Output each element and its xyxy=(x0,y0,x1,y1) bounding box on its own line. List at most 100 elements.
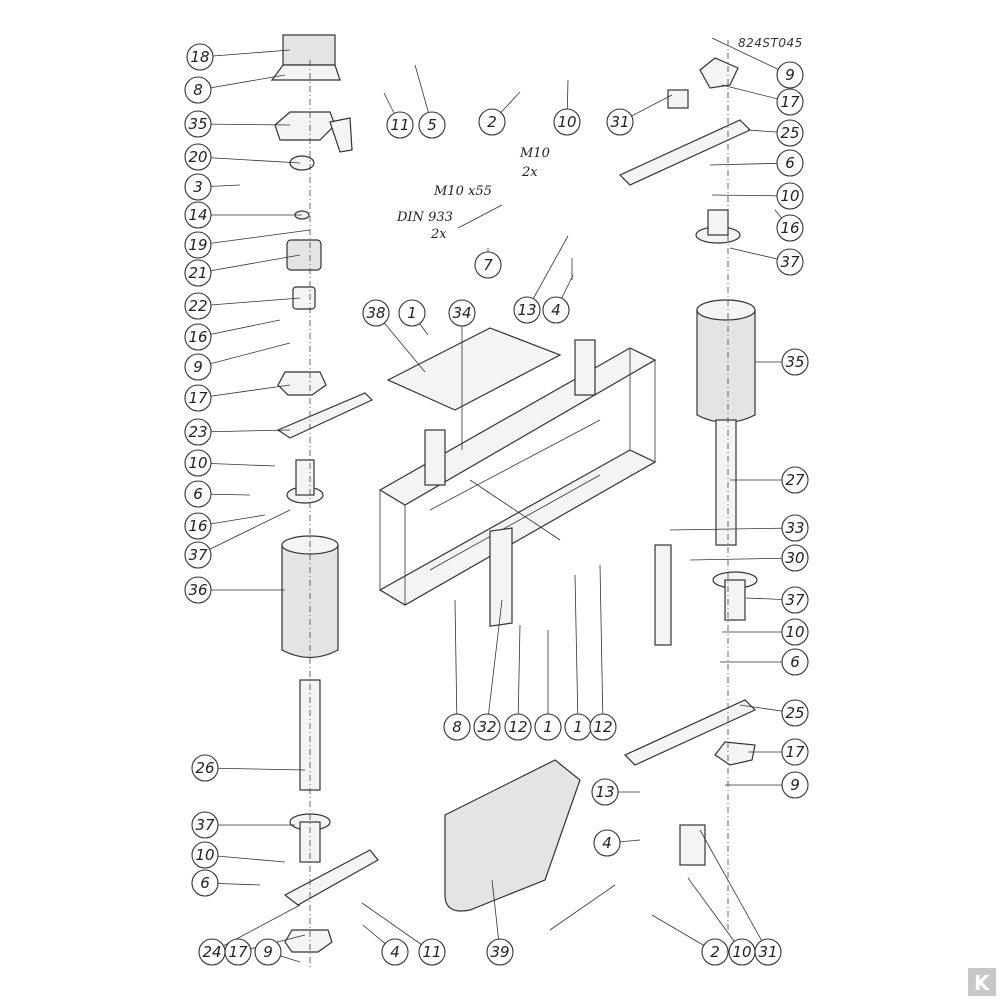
callout-number: 17 xyxy=(228,943,248,961)
leader-line-right-17 xyxy=(699,829,769,953)
guard-cover xyxy=(444,759,581,912)
callout-circle xyxy=(443,713,471,741)
callout-right-3: 6 xyxy=(776,149,804,177)
callout-circle xyxy=(728,938,756,966)
leader-line-right-10 xyxy=(689,557,796,561)
callout-number: 32 xyxy=(477,718,496,736)
flange-stem-right xyxy=(707,209,729,236)
callout-number: 13 xyxy=(595,783,614,801)
leader-line-left-26 xyxy=(361,902,433,953)
callout-circle xyxy=(254,938,282,966)
callout-circle xyxy=(184,143,212,171)
arm-plate-top xyxy=(618,119,752,186)
callout-top-2: 2 xyxy=(478,108,506,136)
callout-number: 8 xyxy=(452,718,462,736)
leader-line-left-3 xyxy=(197,156,301,164)
callout-number: 3 xyxy=(193,178,203,196)
gearbox-base xyxy=(270,64,341,81)
callout-number: 6 xyxy=(193,485,203,503)
callout-circle xyxy=(386,111,414,139)
callout-circle xyxy=(776,182,804,210)
note-m10-qty: 2x xyxy=(521,165,538,180)
callout-circle xyxy=(184,259,212,287)
callout-circle xyxy=(781,648,809,676)
callout-left-19: 37 xyxy=(191,811,219,839)
callout-circle xyxy=(191,811,219,839)
callout-left-17: 36 xyxy=(184,576,212,604)
callout-left-11: 17 xyxy=(184,384,212,412)
roller-top-face-right xyxy=(696,299,756,321)
callout-left-8: 22 xyxy=(184,292,212,320)
callout-right-5: 16 xyxy=(776,214,804,242)
callout-circle xyxy=(474,251,502,279)
callout-number: 5 xyxy=(427,116,437,134)
callout-left-13: 10 xyxy=(184,449,212,477)
callout-circle xyxy=(362,299,390,327)
callout-right-19: 2 xyxy=(701,938,729,966)
bearing-flange-bottom xyxy=(284,929,333,953)
callout-right-17: 31 xyxy=(754,938,782,966)
leader-line-left-18 xyxy=(204,767,306,771)
frame-assembly xyxy=(378,204,706,931)
callout-circle xyxy=(184,292,212,320)
callout-circle xyxy=(184,76,212,104)
callout-center-8: 12 xyxy=(504,713,532,741)
callout-top-0: 11 xyxy=(386,111,414,139)
callout-circle xyxy=(398,299,426,327)
callout-circle xyxy=(184,173,212,201)
callout-number: 9 xyxy=(193,358,203,376)
callout-left-5: 14 xyxy=(184,201,212,229)
callout-number: 16 xyxy=(188,517,207,535)
callout-circle xyxy=(448,299,476,327)
callout-center-13: 4 xyxy=(593,829,621,857)
callout-circle xyxy=(184,576,212,604)
callout-number: 24 xyxy=(202,943,221,961)
bearing-flange xyxy=(277,371,327,396)
tensioner-block xyxy=(679,824,706,866)
callout-circle xyxy=(781,348,809,376)
callout-left-4: 3 xyxy=(184,173,212,201)
callout-center-12: 13 xyxy=(591,778,619,806)
gearbox-housing xyxy=(282,34,336,66)
adjuster-plate xyxy=(654,544,672,646)
left-assembly xyxy=(270,34,379,970)
callout-left-0: 18 xyxy=(186,43,214,71)
callout-circle xyxy=(781,699,809,727)
callout-number: 31 xyxy=(758,943,777,961)
leader-line-left-8 xyxy=(197,297,301,307)
callout-number: 8 xyxy=(193,81,203,99)
callout-circle xyxy=(781,514,809,542)
callout-left-16: 37 xyxy=(184,541,212,569)
callout-number: 25 xyxy=(785,704,804,722)
callout-circle xyxy=(418,111,446,139)
callout-circle xyxy=(534,713,562,741)
callout-number: 37 xyxy=(195,816,215,834)
leader-line-right-9 xyxy=(669,527,796,531)
callout-number: 37 xyxy=(780,253,800,271)
callout-number: 22 xyxy=(188,297,207,315)
callout-number: 6 xyxy=(200,874,210,892)
callout-number: 2 xyxy=(710,943,720,961)
callout-number: 26 xyxy=(195,759,214,777)
leader-line-left-7 xyxy=(197,254,301,274)
callout-right-9: 33 xyxy=(781,514,809,542)
leader-line-left-11 xyxy=(197,384,291,399)
callout-right-8: 27 xyxy=(781,466,809,494)
callout-top-4: 31 xyxy=(606,108,634,136)
callout-circle xyxy=(776,214,804,242)
callout-right-1: 17 xyxy=(776,88,804,116)
leader-line-center-11 xyxy=(599,564,604,728)
callout-left-24: 9 xyxy=(254,938,282,966)
callout-number: 10 xyxy=(557,113,576,131)
callout-right-11: 37 xyxy=(781,586,809,614)
callout-number: 39 xyxy=(490,943,509,961)
callout-left-25: 4 xyxy=(381,938,409,966)
callout-left-26: 11 xyxy=(418,938,446,966)
callout-circle xyxy=(381,938,409,966)
callout-number: 31 xyxy=(610,113,629,131)
callout-number: 9 xyxy=(790,776,800,794)
callout-center-2: 34 xyxy=(448,299,476,327)
callout-right-16: 9 xyxy=(781,771,809,799)
bolt-m10x55 xyxy=(457,204,503,229)
callout-number: 9 xyxy=(785,66,795,84)
